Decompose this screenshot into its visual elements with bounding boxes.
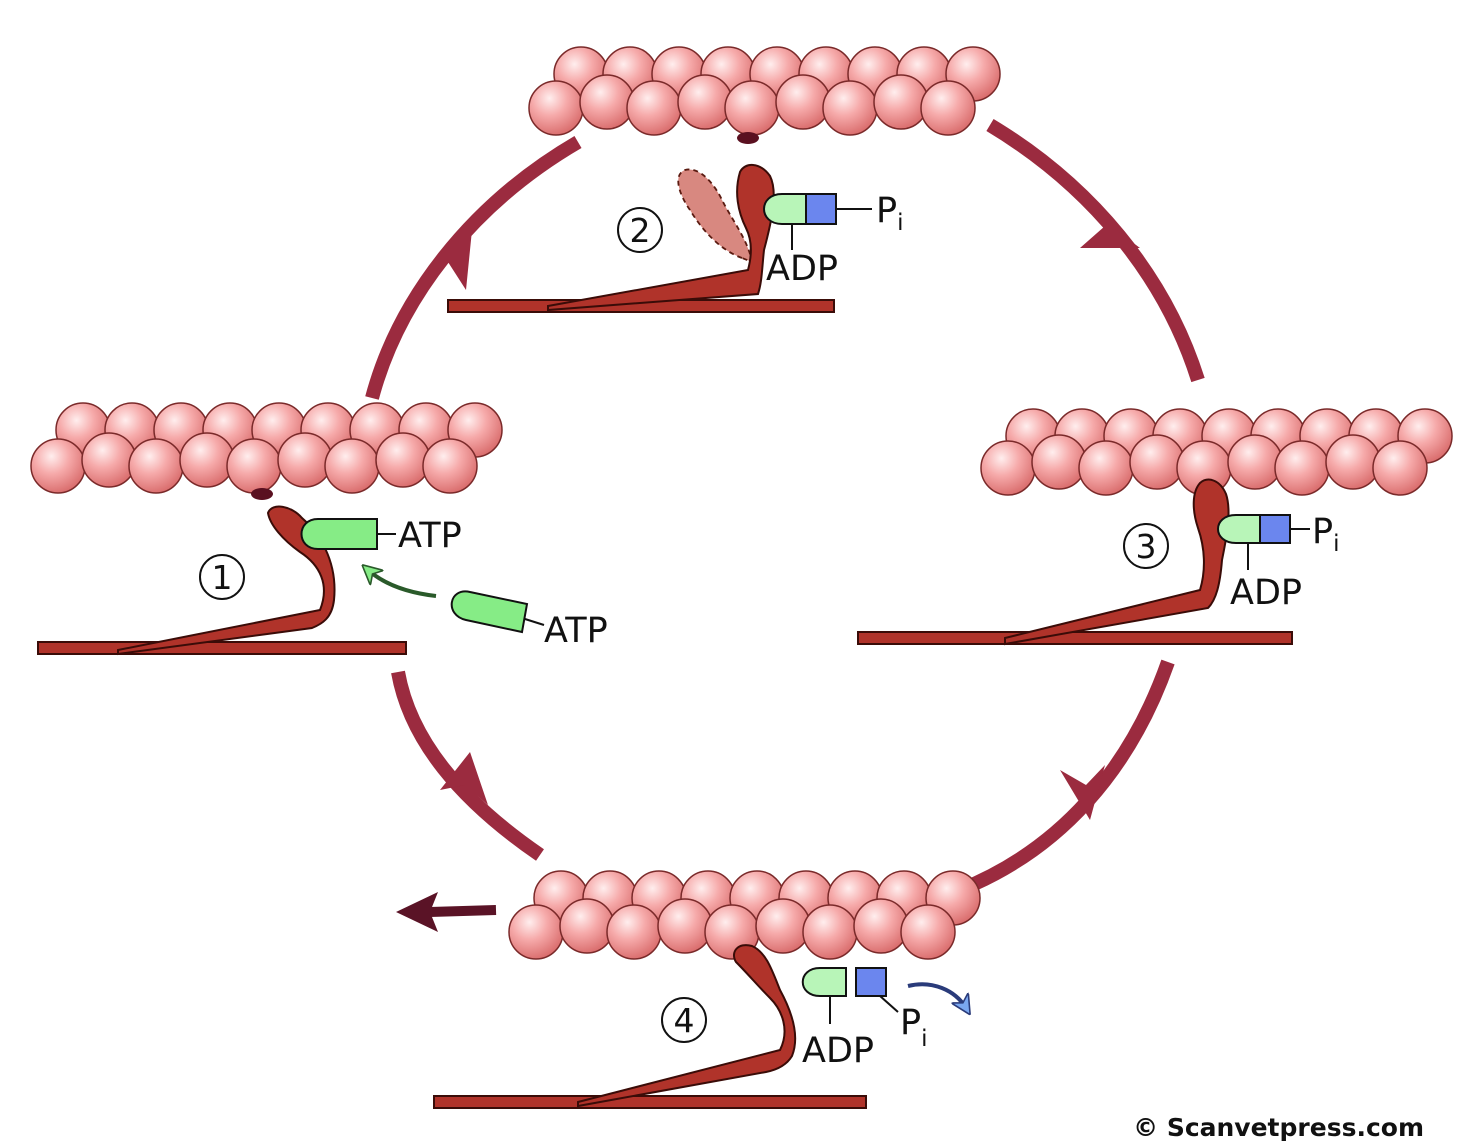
stage-number-3: 3 (1136, 527, 1157, 566)
adp-stage-4 (801, 967, 847, 997)
copyright-notice: © Scanvetpress.com (1133, 1113, 1424, 1142)
myosin-head-stage-3 (1004, 478, 1230, 646)
phosphate-stage-3 (1259, 514, 1291, 544)
actin-bead (128, 438, 184, 494)
atp-binding-arrow-stage-1 (368, 570, 437, 598)
actin-bead (1129, 434, 1185, 490)
phosphate-stage-4 (855, 967, 887, 997)
thick-filament-stage-4 (433, 1095, 867, 1109)
actin-movement-arrow (396, 892, 497, 932)
actin-bead (980, 440, 1036, 496)
cycle-arrow-4-to-1 (391, 670, 544, 861)
pi-label-stage-2: Pi (876, 191, 904, 236)
actin-bead (1227, 434, 1283, 490)
actin-bead (657, 898, 713, 954)
cycle-arrow-1-to-2 (365, 135, 582, 400)
actin-bead (724, 80, 780, 136)
binding-site-stage-2 (737, 132, 759, 144)
adp-label-stage-4: ADP (802, 1031, 874, 1071)
actin-filament-stage-1 (30, 402, 503, 494)
adp-stage-3 (1217, 514, 1261, 544)
atp-bound-label-stage-1: ATP (398, 516, 462, 556)
actin-bead (1031, 434, 1087, 490)
actin-bead (775, 74, 831, 130)
phosphate-release-arrow-stage-4 (907, 982, 966, 1008)
stage-1: ATP ATP 1 (37, 505, 608, 656)
binding-site-stage-1 (251, 488, 273, 500)
actin-bead (1274, 440, 1330, 496)
actin-bead (1325, 434, 1381, 490)
actin-bead (179, 432, 235, 488)
actin-bead (559, 898, 615, 954)
actin-bead (853, 898, 909, 954)
actin-bead (277, 432, 333, 488)
stage-number-4: 4 (674, 1001, 695, 1040)
actin-bead (873, 74, 929, 130)
actin-bead (81, 432, 137, 488)
actin-filament-stage-2 (528, 46, 1001, 136)
actin-bead (30, 438, 86, 494)
actin-bead (508, 904, 564, 960)
actin-filament-stage-3 (980, 408, 1453, 496)
stage-number-2: 2 (630, 211, 651, 250)
stage-number-badge-1 (199, 554, 245, 600)
actin-bead (802, 904, 858, 960)
actin-bead (677, 74, 733, 130)
stage-number-badge-2 (617, 207, 663, 253)
thick-filament-stage-3 (857, 631, 1293, 645)
myosin-head-stage-1 (117, 505, 336, 656)
atp-free-stage-1 (450, 590, 529, 634)
myosin-head-stage-4 (577, 944, 797, 1108)
actin-bead (1372, 440, 1428, 496)
actin-bead (900, 904, 956, 960)
actin-bead (422, 438, 478, 494)
thick-filament-stage-1 (37, 641, 407, 655)
cycle-arrows (365, 118, 1205, 897)
stage-number-badge-3 (1123, 523, 1169, 569)
stage-2: Pi ADP 2 (447, 164, 904, 313)
actin-bead (1078, 440, 1134, 496)
pi-label-stage-4: Pi (900, 1003, 928, 1052)
actin-bead (226, 438, 282, 494)
actin-bead (528, 80, 584, 136)
stage-number-badge-4 (661, 997, 707, 1043)
actin-bead (375, 432, 431, 488)
myosin-ghost-head-stage-2 (677, 168, 754, 264)
pi-label-stage-3: Pi (1312, 512, 1340, 557)
phosphate-stage-2 (805, 193, 837, 225)
atp-bound-stage-1 (300, 518, 378, 550)
cycle-arrow-3-to-4 (957, 659, 1175, 897)
myosin-head-stage-2 (547, 164, 775, 312)
atp-free-label-stage-1: ATP (544, 611, 608, 651)
stage-number-1: 1 (212, 558, 233, 597)
actin-bead (579, 74, 635, 130)
actin-bead (626, 80, 682, 136)
actin-bead (920, 80, 976, 136)
actin-bead (755, 898, 811, 954)
actin-bead (606, 904, 662, 960)
actin-bead (822, 80, 878, 136)
adp-label-stage-3: ADP (1230, 573, 1302, 613)
stage-3: Pi ADP 3 (857, 478, 1340, 646)
adp-stage-2 (763, 193, 807, 225)
cycle-arrow-2-to-3 (986, 118, 1205, 383)
actin-bead (324, 438, 380, 494)
adp-label-stage-2: ADP (766, 249, 838, 289)
stage-4: ADP Pi 4 (396, 892, 966, 1109)
